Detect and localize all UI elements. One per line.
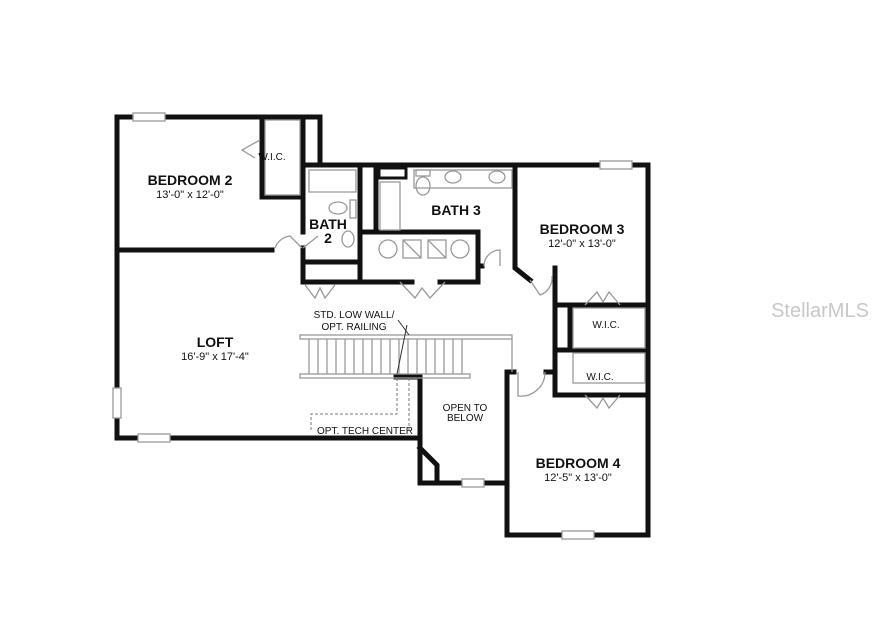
doors (240, 139, 621, 410)
bedroom3-wic-label: W.I.C. (592, 320, 619, 331)
loft-label: LOFT (197, 334, 234, 350)
bedroom4-label: BEDROOM 4 (536, 455, 621, 471)
bedroom4-size: 12'-5" x 13'-0" (544, 472, 612, 484)
bedroom3-size: 12'-0" x 13'-0" (548, 238, 616, 250)
exterior-walls (114, 114, 651, 538)
bedroom4-wic-label: W.I.C. (586, 372, 613, 383)
open-below-line1: OPEN TO (443, 403, 488, 414)
bedroom3-label: BEDROOM 3 (540, 221, 625, 237)
open-below-line2: BELOW (447, 413, 484, 424)
windows (112, 112, 633, 540)
bedroom2-label: BEDROOM 2 (148, 172, 233, 188)
tech-center-note: OPT. TECH CENTER (317, 426, 413, 437)
fixtures (264, 119, 646, 384)
stair (299, 319, 513, 430)
bath3-label: BATH 3 (431, 202, 481, 218)
bedroom2-size: 13'-0" x 12'-0" (156, 189, 224, 201)
interior-walls (114, 114, 651, 486)
bath2-label-line1: BATH (309, 216, 347, 232)
loft-size: 16'-9" x 17'-4" (181, 351, 249, 363)
bath2-label-line2: 2 (324, 230, 332, 246)
low-wall-note-line1: STD. LOW WALL/ (314, 310, 395, 321)
bedroom2-wic-label: W.I.C. (258, 152, 285, 163)
low-wall-note-line2: OPT. RAILING (321, 322, 386, 333)
watermark: StellarMLS (771, 300, 869, 322)
